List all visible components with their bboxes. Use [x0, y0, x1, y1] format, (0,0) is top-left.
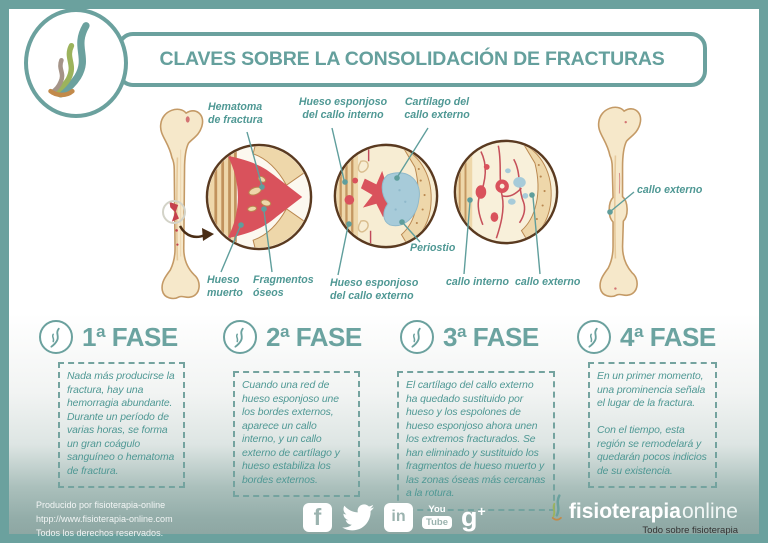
stage3-bony-callus-circle	[453, 139, 559, 245]
credits-line-producer: Producido por fisioterapia-online	[36, 500, 166, 510]
phase1-flame-icon	[39, 320, 73, 354]
phase2-flame-icon	[223, 320, 257, 354]
youtube-icon[interactable]: You Tube	[422, 505, 452, 529]
brand-name-light: online	[681, 500, 738, 523]
facebook-glyph: f	[313, 503, 322, 530]
label-hueso-muerto: Hueso muerto	[207, 274, 243, 299]
twitter-icon[interactable]	[341, 503, 375, 531]
page-title: CLAVES SOBRE LA CONSOLIDACIÓN DE FRACTUR…	[159, 48, 665, 70]
credits-line-url: htpp://www.fisioterapia-online.com	[36, 513, 173, 524]
social-icons-row: f in You Tube g+	[303, 499, 486, 535]
googleplus-g: g	[461, 501, 478, 532]
phase1-header: 1ª FASE	[39, 320, 178, 354]
credits-line-rights: Todos los derechos reservados.	[36, 527, 164, 538]
brand-tagline: Todo sobre fisioterapia	[642, 525, 738, 536]
stage2-callus-circle	[333, 143, 439, 249]
flame-logo-icon	[48, 22, 90, 98]
googleplus-plus: +	[477, 502, 486, 519]
facebook-icon[interactable]: f	[303, 502, 332, 532]
phase2-header: 2ª FASE	[223, 320, 362, 354]
phase2-description: Cuando una red de hueso esponjoso une lo…	[233, 371, 360, 498]
fractured-bone-illustration	[159, 108, 204, 300]
title-box: CLAVES SOBRE LA CONSOLIDACIÓN DE FRACTUR…	[117, 32, 707, 87]
phase3-description: El cartílago del callo externo ha quedad…	[397, 371, 555, 511]
phase2-title: 2ª FASE	[266, 321, 362, 352]
phase1-description: Nada más producirse la fractura, hay una…	[58, 362, 185, 489]
phase4-description: En un primer momento, una prominencia se…	[588, 362, 717, 489]
label-callo-externo-hueso: callo externo	[637, 184, 703, 196]
label-esponjoso-externo: Hueso esponjoso del callo externo	[330, 277, 419, 302]
healed-bone-illustration	[597, 106, 642, 298]
label-callo-externo: callo externo	[515, 276, 581, 288]
phase4-title: 4ª FASE	[620, 321, 716, 352]
label-cartilago-externo: Cartílago del callo externo	[404, 96, 470, 121]
footer-brand: fisioterapia online Todo sobre fisiotera…	[547, 494, 738, 536]
phase3-header: 3ª FASE	[400, 320, 539, 354]
label-hematoma: Hematoma de fractura	[208, 101, 263, 126]
linkedin-icon[interactable]: in	[384, 502, 413, 532]
youtube-tube-text: Tube	[422, 515, 452, 529]
footer-flame-icon	[551, 494, 562, 521]
label-fragmentos: Fragmentos óseos	[253, 274, 314, 299]
phase1-title: 1ª FASE	[82, 321, 178, 352]
label-periostio: Periostio	[410, 242, 456, 254]
phase3-flame-icon	[400, 320, 434, 354]
brand-logo-circle	[24, 8, 128, 118]
label-esponjoso-interno: Hueso esponjoso del callo interno	[298, 96, 388, 121]
googleplus-icon[interactable]: g+	[461, 501, 486, 532]
credits-block: Producido por fisioterapia-online htpp:/…	[36, 499, 173, 541]
brand-name-bold: fisioterapia	[568, 500, 681, 523]
page-background	[9, 9, 759, 534]
phase4-flame-icon	[577, 320, 611, 354]
linkedin-glyph: in	[391, 508, 406, 525]
phase3-title: 3ª FASE	[443, 321, 539, 352]
phase4-header: 4ª FASE	[577, 320, 716, 354]
label-callo-interno: callo interno	[446, 276, 509, 288]
stage1-hematoma-circle	[205, 143, 313, 251]
youtube-you-text: You	[428, 504, 446, 515]
